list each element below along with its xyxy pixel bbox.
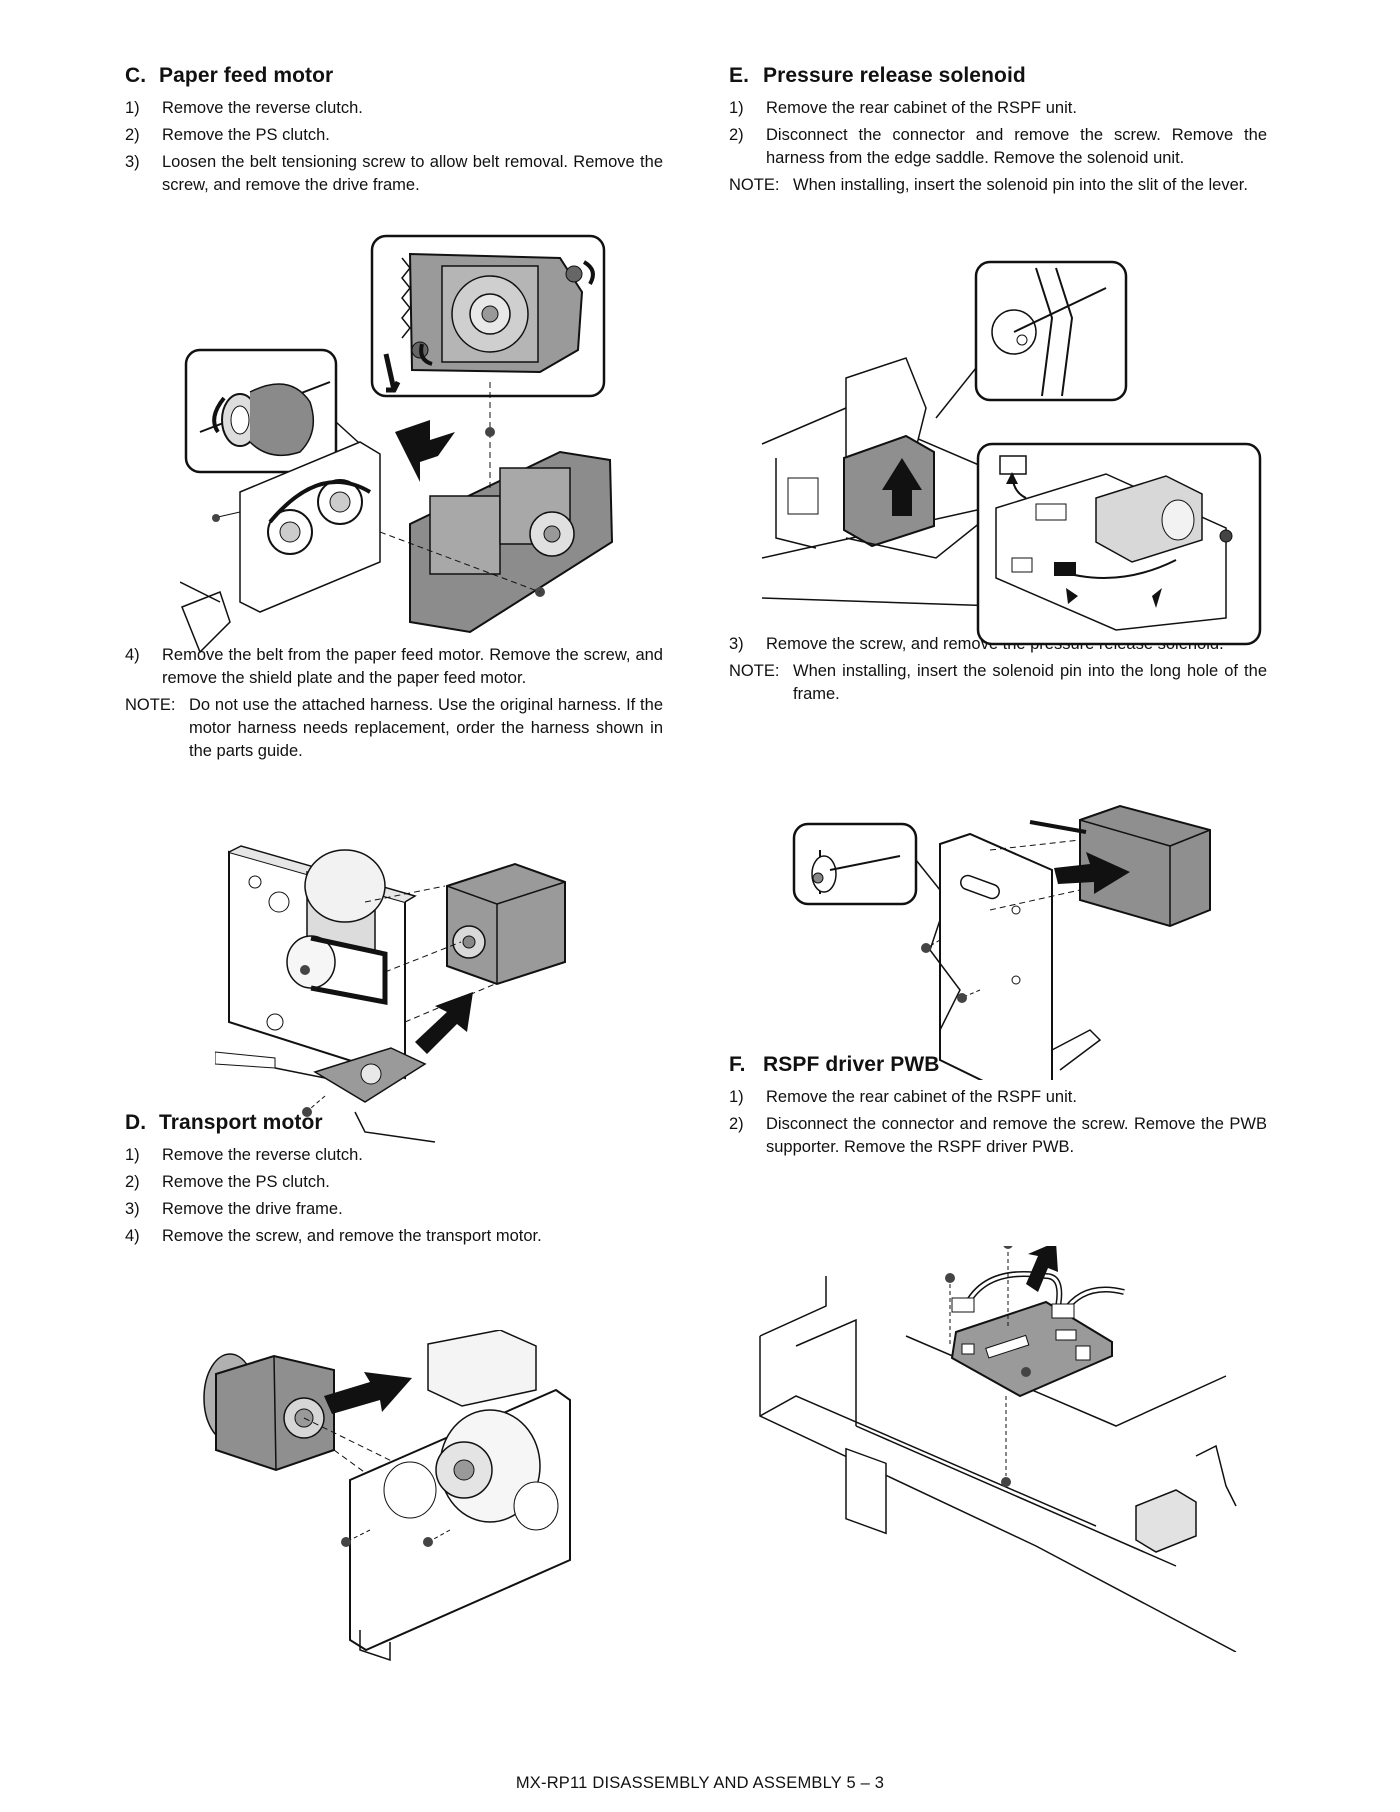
section-e-note-2: NOTE:When installing, insert the solenoi… [729, 662, 1267, 703]
figure-rspf-driver-pwb [756, 1246, 1246, 1652]
screw-icon [302, 1107, 312, 1117]
screw-icon [485, 427, 495, 437]
figure-drive-frame-removal [180, 232, 620, 672]
transport-motor-illustration [203, 1330, 571, 1662]
screw-icon [212, 514, 220, 522]
rotate-arrow-icon [582, 260, 595, 285]
section-c-step-3: 3)Loosen the belt tensioning screw to al… [125, 153, 663, 194]
section-e-step-1: 1)Remove the rear cabinet of the RSPF un… [729, 99, 1077, 117]
right-arrow-icon [1066, 588, 1078, 604]
section-e-letter: E. [729, 64, 750, 87]
section-e-heading: E. Pressure release solenoid [729, 64, 1267, 88]
section-c-step-4: 4)Remove the belt from the paper feed mo… [125, 646, 663, 687]
up-arrow-icon [1026, 1246, 1058, 1292]
screw-icon [1021, 1367, 1031, 1377]
section-f-heading: F. RSPF driver PWB [729, 1053, 1267, 1077]
section-c-step-2: 2)Remove the PS clutch. [125, 126, 330, 144]
screw-icon [945, 1273, 955, 1283]
screw-icon [921, 943, 931, 953]
section-f-letter: F. [729, 1053, 746, 1076]
screw-icon [1003, 1246, 1013, 1249]
up-arrow-icon [882, 458, 922, 516]
pressure-release-solenoid [1079, 804, 1211, 928]
section-c-letter: C. [125, 64, 147, 87]
figure-paper-feed-motor [215, 842, 575, 1144]
section-d-heading: D. Transport motor [125, 1111, 663, 1135]
section-e-step-2: 2)Disconnect the connector and remove th… [729, 126, 1267, 167]
section-d-step-4: 4)Remove the screw, and remove the trans… [125, 1227, 542, 1245]
figure-solenoid-unit [756, 258, 1266, 648]
page-footer: MX-RP11 DISASSEMBLY AND ASSEMBLY 5 – 3 [515, 1774, 885, 1792]
rspf-driver-pwb-illustration [759, 1246, 1237, 1652]
screw-icon [1219, 529, 1233, 543]
section-e-title: Pressure release solenoid [763, 64, 1026, 87]
section-e-note-1: NOTE:When installing, insert the solenoi… [729, 176, 1248, 194]
screw-icon [957, 993, 967, 1003]
removal-arrow-icon [395, 420, 455, 482]
section-f-title: RSPF driver PWB [763, 1053, 940, 1076]
drive-frame-illustration [180, 234, 614, 654]
screw-icon [1001, 1477, 1011, 1487]
section-d-step-3: 3)Remove the drive frame. [125, 1200, 343, 1218]
solenoid-unit-illustration [761, 260, 1262, 646]
down-arrow-icon [383, 353, 401, 393]
rspf-driver-pwb [950, 1300, 1113, 1398]
section-d-letter: D. [125, 1111, 147, 1134]
section-c-heading: C. Paper feed motor [125, 64, 663, 88]
paper-feed-motor-illustration [215, 845, 566, 1143]
up-arrow-icon [1152, 588, 1162, 608]
section-c-note: NOTE:Do not use the attached harness. Us… [125, 696, 663, 760]
up-arrow-icon [1006, 472, 1018, 484]
paper-feed-motor [446, 862, 566, 986]
removal-arrow-icon [1054, 852, 1130, 894]
figure-transport-motor [200, 1330, 580, 1670]
section-d-step-1: 1)Remove the reverse clutch. [125, 1146, 363, 1164]
section-f-step-2: 2)Disconnect the connector and remove th… [729, 1115, 1267, 1156]
solenoid-unit [843, 434, 935, 548]
screw-icon [565, 265, 583, 283]
screw-icon [300, 965, 310, 975]
removal-arrow-icon [324, 1372, 412, 1414]
pressure-release-solenoid-illustration [792, 804, 1211, 1080]
section-d-step-2: 2)Remove the PS clutch. [125, 1173, 330, 1191]
left-column: C. Paper feed motor 1)Remove the reverse … [125, 64, 663, 1252]
section-d-title: Transport motor [159, 1111, 323, 1134]
section-f-step-1: 1)Remove the rear cabinet of the RSPF un… [729, 1088, 1077, 1106]
figure-pressure-release-solenoid [790, 790, 1220, 1080]
removal-arrow-icon [415, 992, 473, 1054]
screw-icon [341, 1537, 351, 1547]
rotate-arrow-icon [212, 396, 226, 434]
screw-icon [423, 1537, 433, 1547]
section-c-step-1: 1)Remove the reverse clutch. [125, 99, 363, 117]
section-c-title: Paper feed motor [159, 64, 334, 87]
